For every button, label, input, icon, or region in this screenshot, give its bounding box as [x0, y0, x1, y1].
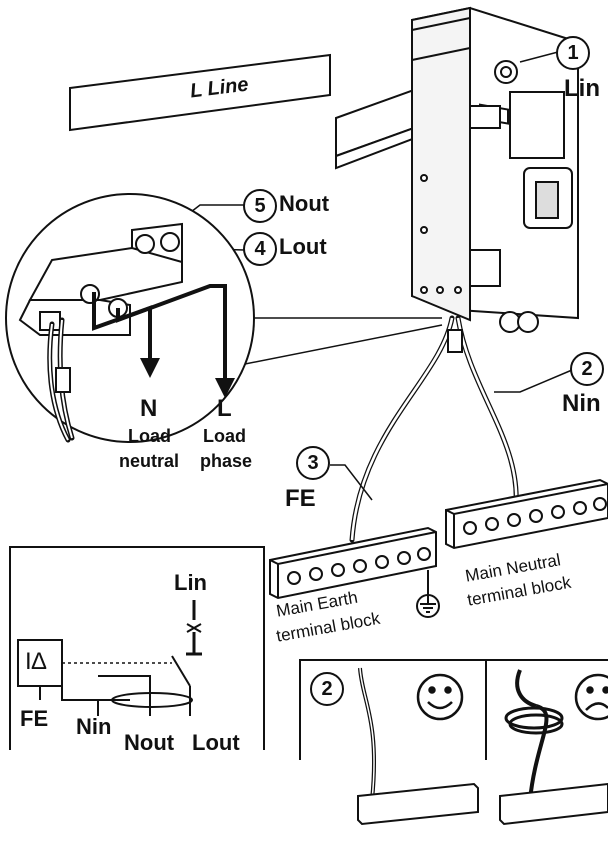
schematic-rcd-label: I∆ — [25, 648, 47, 675]
panel-callout-2-badge: 2 — [310, 672, 344, 706]
callout-2-badge: 2 — [570, 352, 604, 386]
magnified-inset — [5, 193, 255, 443]
schematic-nin-label: Nin — [76, 714, 112, 739]
rcbo-device — [411, 6, 579, 333]
load-arrows — [92, 284, 227, 380]
schematic-nout-label: Nout — [124, 730, 175, 755]
smiley-face-icon — [416, 673, 464, 721]
schematic-fe-label: FE — [20, 706, 49, 731]
callout-4-label: Lout — [279, 234, 327, 259]
schematic-lin-label: Lin — [174, 570, 207, 595]
callout-3-badge: 3 — [296, 446, 330, 480]
load-phase-line2: phase — [200, 451, 253, 471]
callout-5-label: Nout — [279, 191, 330, 216]
callout-2-label: Nin — [562, 390, 601, 417]
leader-lines — [164, 51, 573, 501]
line-sign — [69, 53, 331, 132]
callout-4-badge: 4 — [243, 232, 277, 266]
callout-3-label: FE — [285, 485, 316, 512]
load-neutral-line2: neutral — [119, 451, 180, 471]
load-phase-line1: Load — [203, 426, 246, 446]
main-neutral-terminal-block — [445, 478, 608, 550]
earth-symbol-icon — [416, 570, 440, 618]
callout-5-badge: 5 — [243, 189, 277, 223]
sad-face-icon — [574, 673, 608, 721]
main-earth-terminal-block — [269, 526, 437, 600]
load-neutral-letter: N — [140, 395, 158, 422]
callout-1-badge: 1 — [556, 36, 590, 70]
load-phase-letter: L — [217, 395, 232, 422]
load-neutral-line1: Load — [128, 426, 171, 446]
schematic-lout-label: Lout — [192, 730, 240, 755]
schematic-panel — [9, 546, 265, 750]
callout-1-label: Lin — [564, 75, 600, 102]
